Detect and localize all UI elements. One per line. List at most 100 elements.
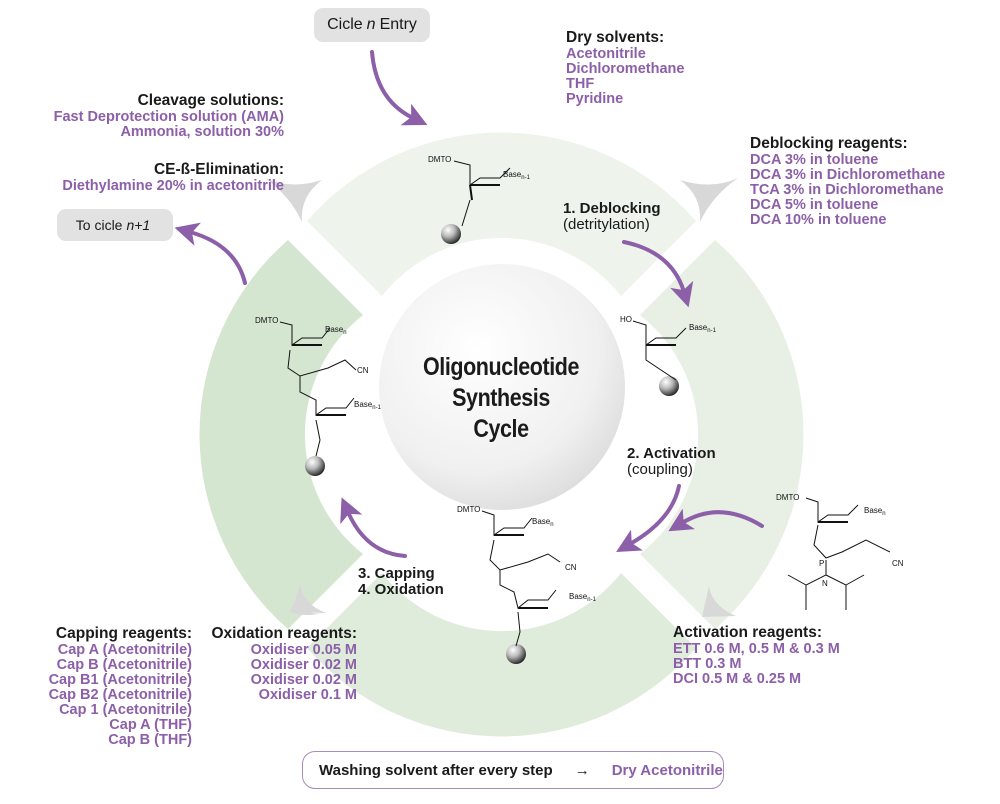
exit-var: n+1 (126, 217, 151, 233)
entry-arrow (370, 50, 428, 126)
center-hub (379, 264, 625, 510)
activation-group: Activation reagents: ETT 0.6 M, 0.5 M & … (673, 624, 840, 687)
corner-top-left (265, 178, 322, 222)
deblocking-heading: Deblocking reagents: (750, 135, 908, 152)
activation-arrow (616, 484, 681, 552)
step-deblocking: 1. Deblocking (detritylation) (563, 201, 661, 233)
support-bead-4 (506, 644, 526, 664)
title-line-3: Cycle (473, 415, 529, 443)
segment-coupling (307, 573, 696, 737)
chem-dmto-4: DMTO (457, 505, 480, 514)
step-capping-label: 3. Capping (358, 565, 435, 582)
chem-dmto-5: DMTO (776, 493, 799, 502)
corner-bottom-left-b (292, 584, 326, 613)
capping-arrow (340, 497, 407, 558)
corner-top-right (680, 178, 738, 222)
corner-bottom-right (702, 586, 736, 617)
cleavage-group: Cleavage solutions: Fast Deprotection so… (54, 92, 284, 140)
capping-group: Capping reagents: Cap A (Acetonitrile)Ca… (49, 625, 192, 748)
chem-base-3b: Basen-1 (354, 400, 382, 411)
washing-solvent: Dry Acetonitrile (611, 761, 723, 779)
chem-base-5: Basen (864, 506, 886, 517)
activation-heading: Activation reagents: (673, 624, 823, 641)
capping-item: Cap B1 (Acetonitrile) (48, 672, 192, 688)
activation-item: ETT 0.6 M, 0.5 M & 0.3 M (673, 641, 840, 657)
cycle-ring (199, 132, 804, 737)
step-activation-sub: (coupling) (627, 461, 693, 478)
entry-suffix: Entry (379, 16, 417, 33)
chem-n-5: N (822, 579, 828, 588)
deblocking-arrow (622, 240, 694, 308)
chem-dmto-3: DMTO (255, 316, 278, 325)
step-oxidation-label: 4. Oxidation (358, 581, 444, 598)
capping-item: Cap A (THF) (109, 717, 192, 733)
step-activation-label: 2. Activation (627, 445, 716, 462)
deblocking-item: DCA 3% in Dichloromethane (750, 167, 946, 183)
oxidation-item: Oxidiser 0.02 M (250, 657, 357, 673)
activation-item: BTT 0.3 M (673, 656, 742, 672)
entry-var: n (366, 16, 376, 33)
dry-solvents-item: Dichloromethane (566, 61, 685, 77)
chem-bonds (279, 160, 891, 647)
capping-item: Cap A (Acetonitrile) (57, 642, 192, 658)
step-capping-oxidation: 3. Capping 4. Oxidation (358, 566, 444, 598)
dry-solvents-heading: Dry solvents: (566, 29, 665, 46)
chem-base-1: Basen-1 (503, 170, 531, 181)
elimination-group: CE-ß-Elimination: Diethylamine 20% in ac… (62, 161, 284, 194)
step-deblocking-sub: (detritylation) (563, 216, 650, 233)
cleavage-list: Fast Deprotection solution (AMA)Ammonia,… (54, 110, 284, 140)
deblocking-item: TCA 3% in Dichloromethane (750, 182, 944, 198)
chem-p-5: P (819, 559, 824, 568)
segment-activation (640, 240, 804, 629)
oxidation-item: Oxidiser 0.02 M (250, 672, 357, 688)
support-bead-2 (659, 376, 679, 396)
chem-base-4b: Basen-1 (569, 592, 597, 603)
title-line-1: Oligonucleotide (422, 353, 580, 381)
capping-item: Cap 1 (Acetonitrile) (59, 702, 192, 718)
cycle-title: Oligonucleotide Synthesis Cycle (422, 352, 580, 445)
chem-base-3: Basen (325, 325, 347, 336)
capping-heading: Capping reagents: (55, 625, 192, 642)
corner-arrows (265, 178, 738, 617)
chem-cn-4: CN (565, 563, 577, 572)
washing-label: Washing solvent after every step (319, 761, 553, 779)
elimination-list: Diethylamine 20% in acetonitrile (62, 179, 284, 194)
capping-list: Cap A (Acetonitrile)Cap B (Acetonitrile)… (49, 643, 192, 748)
cleavage-item: Fast Deprotection solution (AMA) (53, 109, 284, 125)
deblocking-item: DCA 10% in toluene (750, 212, 887, 228)
cleavage-item: Ammonia, solution 30% (120, 124, 284, 140)
chem-base-2: Basen-1 (689, 323, 717, 334)
support-bead-3 (305, 456, 325, 476)
washing-solvent-box: Washing solvent after every step → Dry A… (302, 751, 724, 789)
reagent-in-arrow (668, 508, 764, 532)
dry-solvents-item: Acetonitrile (566, 46, 646, 62)
support-bead-1 (441, 224, 461, 244)
capping-item: Cap B (Acetonitrile) (56, 657, 192, 673)
chem-cn-5: CN (892, 559, 904, 568)
capping-item: Cap B (THF) (108, 732, 192, 748)
activation-item: DCI 0.5 M & 0.25 M (673, 671, 802, 687)
oxidation-heading: Oxidation reagents: (211, 625, 357, 642)
step-activation: 2. Activation (coupling) (627, 446, 716, 478)
chem-dmto-1: DMTO (428, 155, 451, 164)
arrow-right-icon: → (574, 761, 590, 779)
exit-prefix: To cicle (75, 217, 123, 233)
title-line-2: Synthesis (452, 384, 550, 412)
exit-arrow (174, 222, 247, 285)
dry-solvents-item: Pyridine (566, 91, 624, 107)
entry-prefix: Cicle (327, 16, 363, 33)
elimination-item: Diethylamine 20% in acetonitrile (62, 178, 284, 194)
step-deblocking-label: 1. Deblocking (563, 200, 661, 217)
chem-cn-3: CN (357, 366, 369, 375)
